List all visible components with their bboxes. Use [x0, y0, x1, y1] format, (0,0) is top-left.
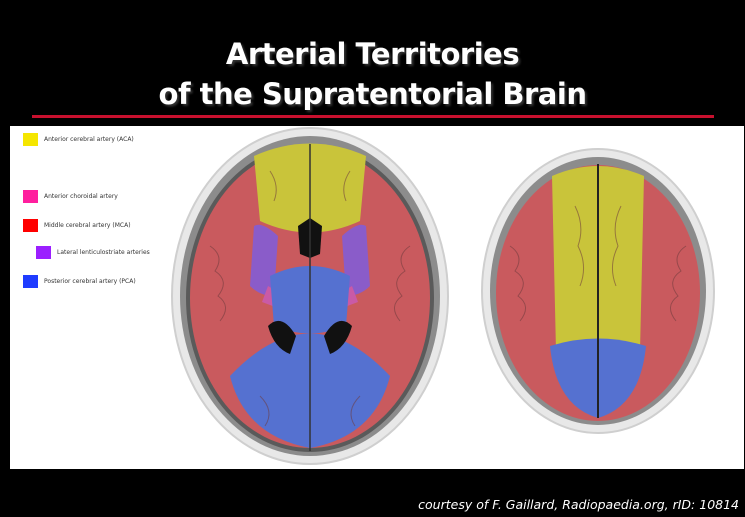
legend-swatch-pca	[23, 275, 38, 288]
legend-label-mca: Middle cerebral artery (MCA)	[44, 222, 131, 229]
legend-item-pca: Posterior cerebral artery (PCA)	[23, 275, 136, 288]
legend-swatch-mca	[23, 219, 38, 232]
title-line-2: of the Supratentorial Brain	[0, 74, 745, 114]
title-line-1: Arterial Territories	[0, 34, 745, 74]
legend-item-aca: Anterior cerebral artery (ACA)	[23, 133, 134, 146]
image-panel: Anterior cerebral artery (ACA) Anterior …	[10, 126, 744, 469]
legend-label-pca: Posterior cerebral artery (PCA)	[44, 278, 136, 285]
axial-slice-basal-ganglia	[170, 126, 470, 466]
slide-title: Arterial Territories of the Supratentori…	[0, 34, 745, 114]
legend-swatch-anterior-choroidal	[23, 190, 38, 203]
legend-swatch-lenticulostriate	[36, 246, 51, 259]
legend-label-lenticulostriate: Lateral lenticulostriate arteries	[57, 249, 150, 256]
title-underline	[32, 115, 714, 118]
legend-label-anterior-choroidal: Anterior choroidal artery	[44, 193, 118, 200]
image-credit: courtesy of F. Gaillard, Radiopaedia.org…	[418, 497, 739, 512]
legend-item-anterior-choroidal: Anterior choroidal artery	[23, 190, 118, 203]
axial-slice-convexity	[480, 146, 740, 446]
legend-item-lenticulostriate: Lateral lenticulostriate arteries	[36, 246, 150, 259]
legend-item-mca: Middle cerebral artery (MCA)	[23, 219, 131, 232]
legend-swatch-aca	[23, 133, 38, 146]
legend-label-aca: Anterior cerebral artery (ACA)	[44, 136, 134, 143]
